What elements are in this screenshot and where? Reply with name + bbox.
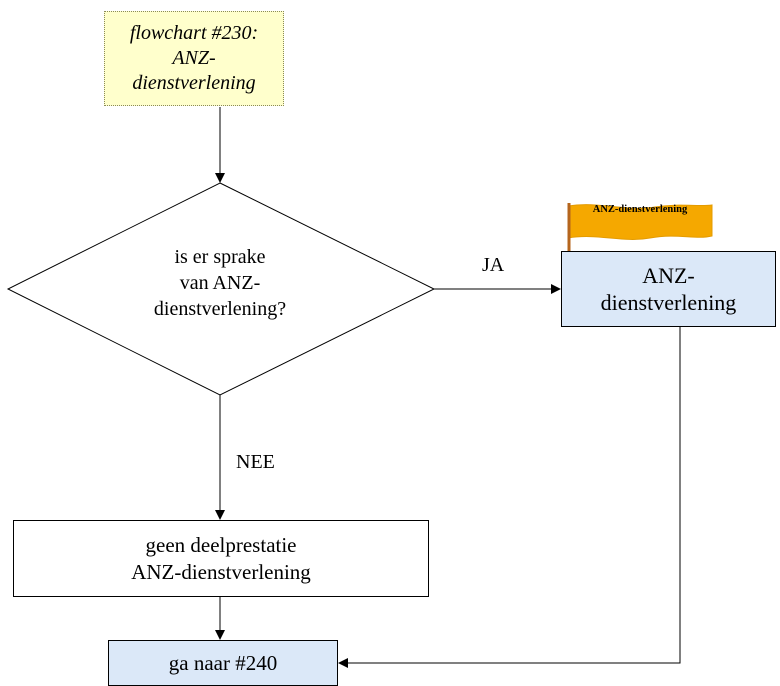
- geen-box: geen deelprestatie ANZ-dienstverlening: [13, 520, 429, 597]
- start-box: flowchart #230: ANZ-dienstverlening: [104, 11, 284, 106]
- anz-box-line1: ANZ-: [642, 262, 695, 288]
- edge-anz-to-goto: [338, 327, 681, 668]
- geen-box-line2: ANZ-dienstverlening: [131, 559, 311, 584]
- yes-label: JA: [482, 254, 505, 276]
- start-label: flowchart #230: ANZ-dienstverlening: [129, 22, 259, 94]
- flag-label: ANZ-dienstverlening: [592, 204, 688, 215]
- decision-label-line3: dienstverlening?: [153, 298, 287, 320]
- decision-label-line2: van ANZ-: [179, 272, 261, 294]
- geen-box-line1: geen deelprestatie: [145, 533, 297, 558]
- no-label: NEE: [236, 451, 275, 473]
- goto-label: ga naar #240: [168, 650, 278, 675]
- decision-label: is er sprake van ANZ- dienstverlening?: [120, 244, 320, 322]
- decision-label-line1: is er sprake: [174, 246, 266, 268]
- anz-box: ANZ- dienstverlening: [561, 251, 776, 327]
- goto-box: ga naar #240: [108, 640, 338, 686]
- anz-box-line2: dienstverlening: [600, 290, 737, 315]
- flag-banner: [567, 204, 713, 240]
